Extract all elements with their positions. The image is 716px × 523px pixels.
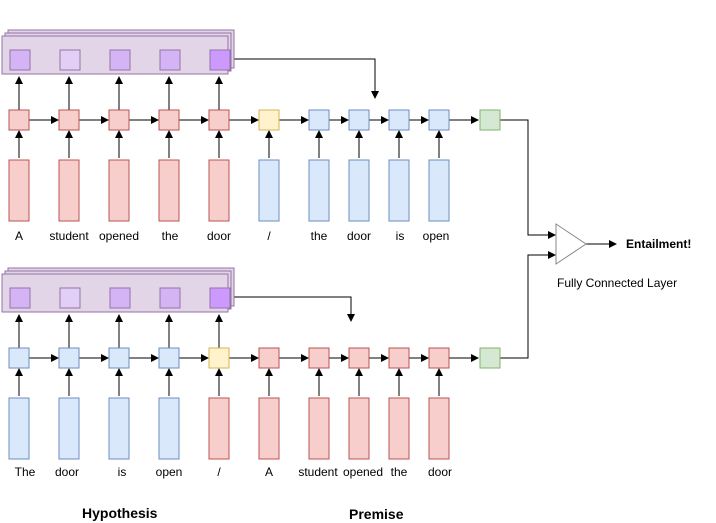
bottom-to-fcl-arrow [500, 251, 556, 359]
bottom-attention-weight-0 [9, 287, 31, 309]
top-word-2: opened [99, 229, 139, 243]
top-word-3: the [162, 229, 179, 243]
top-word-7: door [347, 229, 371, 243]
bottom-hidden-state-2 [108, 347, 130, 369]
bottom-hidden-state-6 [308, 347, 330, 369]
top-embedding-4 [208, 159, 230, 222]
bottom-embedding-8 [388, 397, 410, 460]
top-embedding-3 [158, 159, 180, 222]
top-embedding-7 [348, 159, 370, 222]
top-word-5: / [267, 229, 271, 243]
top-hidden-state-8 [388, 109, 410, 131]
top-attention-weight-2 [109, 49, 131, 71]
bottom-embedding-4 [208, 397, 230, 460]
top-hidden-state-1 [58, 109, 80, 131]
bottom-attention-weight-4 [209, 287, 231, 309]
bottom-attention-weight-1 [59, 287, 81, 309]
top-attention-weight-0 [9, 49, 31, 71]
top-embedding-5 [258, 159, 280, 222]
top-word-1: student [49, 229, 89, 243]
top-hidden-state-7 [348, 109, 370, 131]
labels-layer: Fully Connected Layer Entailment! Hypoth… [15, 229, 692, 522]
top-attention-weight-4 [209, 49, 231, 71]
bottom-hidden-state-1 [58, 347, 80, 369]
top-context-arrow [231, 58, 379, 99]
top-attention-weight-1 [59, 49, 81, 71]
bottom-hidden-state-4 [208, 347, 230, 369]
top-word-9: open [423, 229, 450, 243]
top-embedding-8 [388, 159, 410, 222]
bottom-embedding-3 [158, 397, 180, 460]
bottom-attention-weight-2 [109, 287, 131, 309]
bottom-embedding-1 [58, 397, 80, 460]
top-embedding-1 [58, 159, 80, 222]
connections-layer [15, 58, 617, 396]
bottom-embedding-6 [308, 397, 330, 460]
top-attention-weight-3 [159, 49, 181, 71]
top-hidden-state-2 [108, 109, 130, 131]
top-hidden-state-0 [8, 109, 30, 131]
top-embedding-2 [108, 159, 130, 222]
bottom-word-7: opened [343, 465, 383, 479]
bottom-embedding-0 [8, 397, 30, 460]
bottom-word-5: A [265, 465, 273, 479]
bottom-embedding-2 [108, 397, 130, 460]
top-embedding-9 [428, 159, 450, 222]
bottom-hidden-state-5 [258, 347, 280, 369]
entailment-result-label: Entailment! [626, 237, 691, 251]
top-word-4: door [207, 229, 231, 243]
bottom-word-4: / [217, 465, 221, 479]
bottom-word-0: The [15, 465, 36, 479]
bottom-word-3: open [156, 465, 183, 479]
bottom-attention-weight-3 [159, 287, 181, 309]
top-final-state [479, 109, 501, 131]
top-hidden-state-5 [258, 109, 280, 131]
bottom-embedding-7 [348, 397, 370, 460]
bottom-word-9: door [428, 465, 452, 479]
bottom-hidden-state-7 [348, 347, 370, 369]
top-hidden-state-4 [208, 109, 230, 131]
bottom-embedding-9 [428, 397, 450, 460]
bottom-hidden-state-8 [388, 347, 410, 369]
top-hidden-state-3 [158, 109, 180, 131]
top-embedding-0 [8, 159, 30, 222]
top-hidden-state-9 [428, 109, 450, 131]
bottom-final-state [479, 347, 501, 369]
top-embedding-6 [308, 159, 330, 222]
top-hidden-state-6 [308, 109, 330, 131]
fully-connected-layer-icon [555, 223, 587, 265]
bottom-hidden-state-3 [158, 347, 180, 369]
bottom-hidden-state-0 [8, 347, 30, 369]
top-to-fcl-arrow [500, 119, 556, 239]
bottom-word-1: door [55, 465, 79, 479]
top-word-8: is [396, 229, 405, 243]
top-word-0: A [15, 229, 23, 243]
bottom-context-arrow [231, 296, 355, 322]
fully-connected-layer-label: Fully Connected Layer [557, 276, 677, 290]
bottom-word-8: the [391, 465, 408, 479]
bottom-embedding-5 [258, 397, 280, 460]
shapes-layer [1, 29, 587, 460]
bottom-hidden-state-9 [428, 347, 450, 369]
top-word-6: the [311, 229, 328, 243]
premise-section-label: Premise [349, 506, 404, 522]
bottom-word-2: is [118, 465, 127, 479]
bottom-word-6: student [298, 465, 338, 479]
hypothesis-section-label: Hypothesis [82, 505, 158, 521]
